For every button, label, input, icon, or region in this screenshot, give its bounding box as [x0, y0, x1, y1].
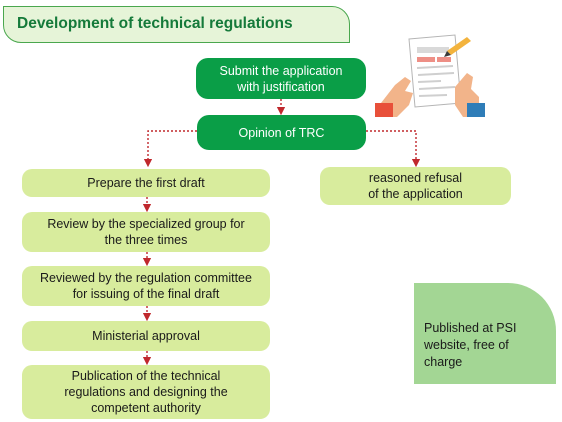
step-review-line-1: Review by the specialized group for — [47, 217, 245, 231]
pencil-icon — [444, 37, 471, 57]
note-line-1: Published at PSI — [424, 321, 517, 335]
step-reasoned-refusal: reasoned refusal of the application — [320, 167, 511, 205]
note-line-2: website, free of — [424, 338, 509, 352]
note-line-3: charge — [424, 355, 463, 369]
published-note: Published at PSI website, free of charge — [414, 283, 556, 384]
step-review-specialized-group: Review by the specialized group for the … — [22, 212, 270, 252]
step-committee-line-1: Reviewed by the regulation committee — [40, 271, 252, 285]
step-submit-line-1: Submit the application — [219, 63, 343, 78]
step-publication-line-2: regulations and designing the — [64, 385, 228, 399]
step-submit-application: Submit the application with justificatio… — [196, 58, 366, 99]
step-prepare-first-draft: Prepare the first draft — [22, 169, 270, 197]
step-submit-line-2: with justification — [237, 79, 325, 94]
step-prepare-label: Prepare the first draft — [87, 176, 205, 190]
document-icon — [408, 34, 462, 108]
step-publication-line-3: competent authority — [91, 401, 201, 415]
step-refusal-line-2: of the application — [368, 187, 463, 201]
step-opinion-label: Opinion of TRC — [238, 125, 325, 140]
step-committee-line-2: for issuing of the final draft — [72, 287, 220, 301]
arrow-opinion-to-prepare — [143, 130, 197, 168]
step-opinion-trc: Opinion of TRC — [197, 115, 366, 150]
left-hand-icon — [375, 77, 413, 117]
document-hands-illustration — [375, 34, 485, 117]
diagram-title: Development of technical regulations — [3, 6, 350, 43]
arrow-opinion-to-refusal — [366, 130, 421, 168]
step-publication: Publication of the technical regulations… — [22, 365, 270, 419]
step-ministerial-label: Ministerial approval — [92, 329, 200, 343]
step-ministerial-approval: Ministerial approval — [22, 321, 270, 351]
step-refusal-line-1: reasoned refusal — [368, 171, 463, 185]
step-publication-line-1: Publication of the technical — [71, 369, 221, 383]
step-review-line-2: the three times — [104, 233, 188, 247]
step-regulation-committee: Reviewed by the regulation committee for… — [22, 266, 270, 306]
right-hand-icon — [455, 73, 485, 117]
